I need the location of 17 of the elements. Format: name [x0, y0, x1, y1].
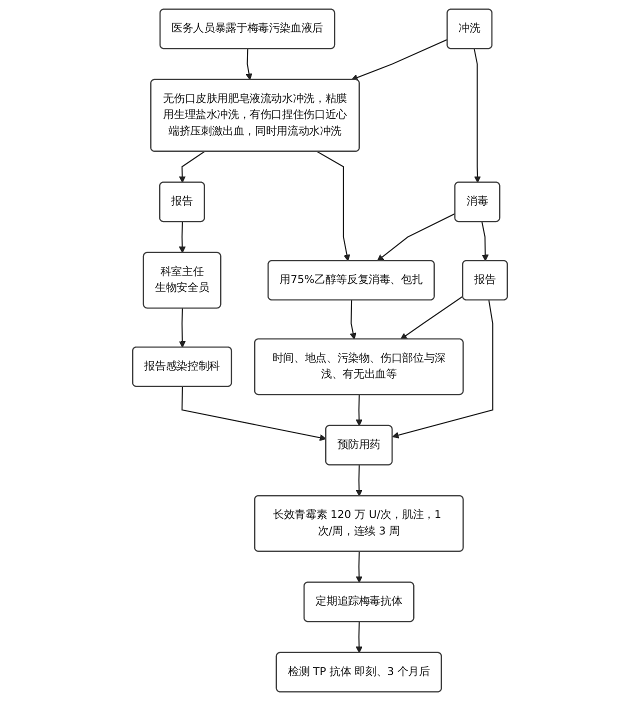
arrow: [400, 296, 464, 340]
arrow: [474, 48, 481, 183]
arrow: [356, 394, 363, 426]
arrow: [351, 38, 448, 81]
arrow: [316, 151, 350, 262]
arrow: [356, 465, 363, 496]
arrow: [178, 222, 186, 254]
arrow: [356, 622, 363, 654]
arrow: [178, 308, 186, 348]
arrow: [356, 552, 363, 583]
arrow: [178, 151, 205, 183]
arrow: [246, 48, 252, 80]
arrow: [181, 386, 326, 441]
arrow: [377, 213, 456, 262]
arrow: [350, 300, 356, 340]
arrow: [392, 300, 494, 438]
arrow: [481, 222, 489, 262]
